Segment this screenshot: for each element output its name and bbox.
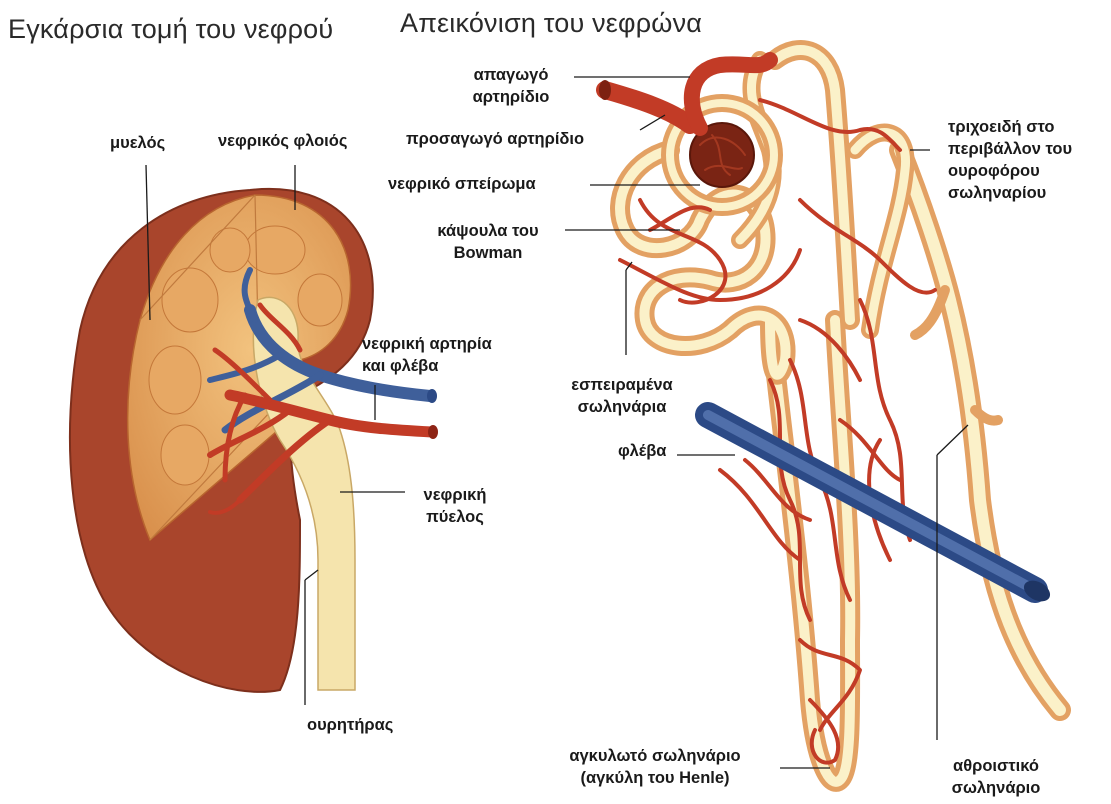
label-renal-artery-vein-line2: και φλέβα: [362, 355, 492, 377]
label-cortex: νεφρικός φλοιός: [218, 130, 347, 152]
label-renal-artery-vein-line1: νεφρική αρτηρία: [362, 333, 492, 355]
label-convoluted-tubules: εσπειραμένα σωληνάρια: [556, 374, 688, 418]
label-bowman-line1: κάψουλα του: [412, 220, 564, 242]
label-collecting-duct: αθροιστικό σωληνάριο: [936, 755, 1056, 799]
label-collecting-line2: σωληνάριο: [936, 777, 1056, 799]
label-efferent-arteriole: απαγωγό αρτηρίδιο: [448, 64, 574, 108]
proximal-tubule-strand: [775, 50, 906, 330]
label-renal-pelvis-line2: πύελος: [410, 506, 500, 528]
kidney-cross-section: [70, 189, 438, 692]
label-efferent-line2: αρτηρίδιο: [448, 86, 574, 108]
label-efferent-line1: απαγωγό: [448, 64, 574, 86]
label-ureter: ουρητήρας: [307, 714, 393, 736]
label-capillaries-line4: σωληναρίου: [948, 182, 1072, 204]
label-henle-line2: (αγκύλη του Henle): [532, 767, 778, 789]
label-capillaries-line3: ουροφόρου: [948, 160, 1072, 182]
label-capillaries-line1: τριχοειδή στο: [948, 116, 1072, 138]
label-collecting-line1: αθροιστικό: [936, 755, 1056, 777]
label-medulla: μυελός: [110, 132, 165, 154]
label-peritubular-capillaries: τριχοειδή στο περιβάλλον του ουροφόρου σ…: [948, 116, 1072, 204]
label-loop-of-henle: αγκυλωτό σωληνάριο (αγκύλη του Henle): [532, 745, 778, 789]
kidney-title: Εγκάρσια τομή του νεφρού: [8, 14, 333, 45]
label-bowman-capsule: κάψουλα του Bowman: [412, 220, 564, 264]
nephron-title: Απεικόνιση του νεφρώνα: [400, 8, 702, 39]
label-convoluted-line1: εσπειραμένα: [556, 374, 688, 396]
label-renal-pelvis: νεφρική πύελος: [410, 484, 500, 528]
label-renal-pelvis-line1: νεφρική: [410, 484, 500, 506]
label-glomerulus: νεφρικό σπείρωμα: [388, 173, 536, 195]
label-bowman-line2: Bowman: [412, 242, 564, 264]
label-capillaries-line2: περιβάλλον του: [948, 138, 1072, 160]
collecting-duct: [900, 150, 1060, 710]
label-renal-artery-vein: νεφρική αρτηρία και φλέβα: [362, 333, 492, 377]
label-henle-line1: αγκυλωτό σωληνάριο: [532, 745, 778, 767]
label-vein: φλέβα: [618, 440, 666, 462]
efferent-arteriole: [605, 90, 690, 125]
label-convoluted-line2: σωληνάρια: [556, 396, 688, 418]
label-afferent-arteriole: προσαγωγό αρτηρίδιο: [406, 128, 584, 150]
